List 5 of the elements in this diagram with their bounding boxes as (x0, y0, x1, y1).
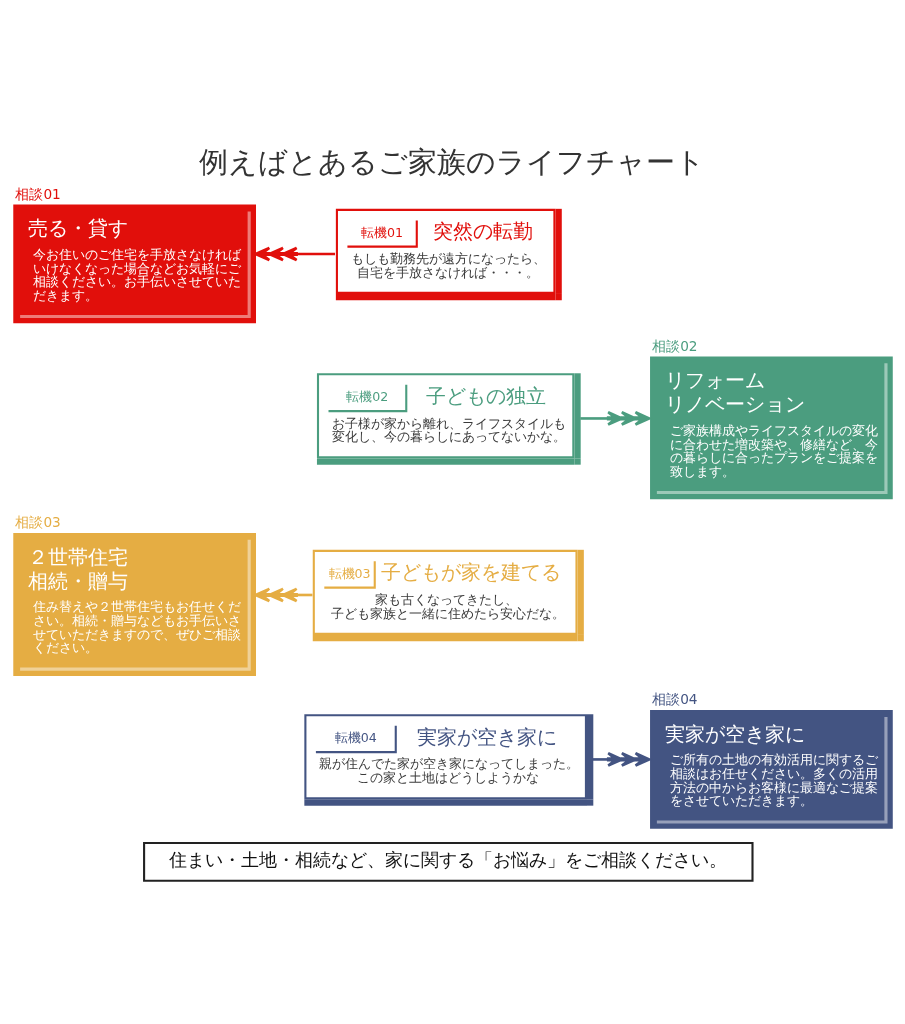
diagram-title: 例えばとあるご家族のライフチャート (199, 144, 706, 179)
node-label: 相談01 (15, 185, 61, 202)
node-label: 相談03 (15, 513, 61, 530)
node-label: 相談04 (652, 690, 698, 707)
node-label: 相談02 (652, 337, 698, 354)
